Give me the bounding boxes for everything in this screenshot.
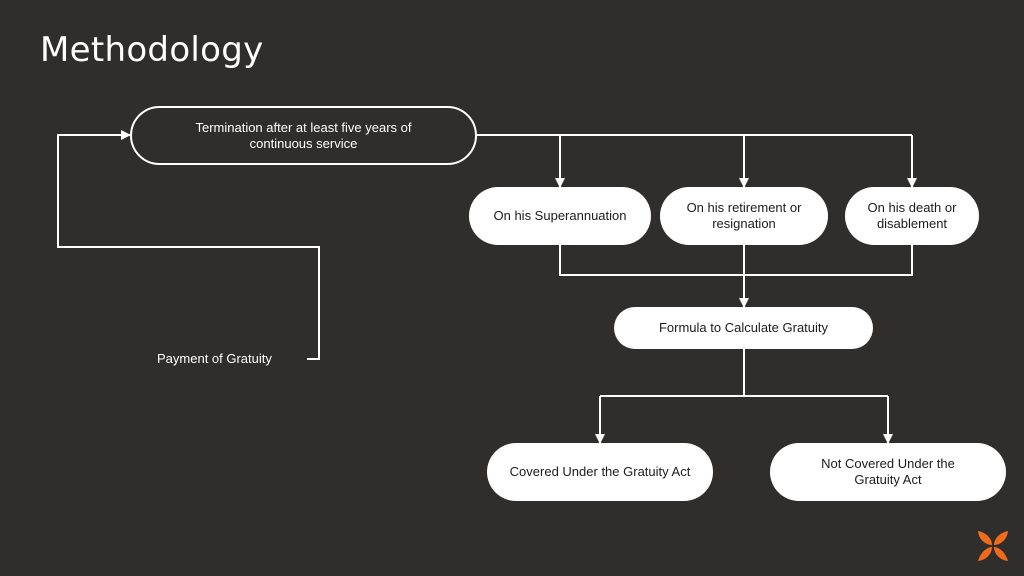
formula-node: Formula to Calculate Gratuity: [614, 307, 873, 349]
trigger-node-retirement: On his retirement or resignation: [660, 187, 828, 245]
butterfly-logo-icon: [978, 531, 1008, 561]
payment-loop-line: [57, 130, 320, 360]
payment-of-gratuity-label: Payment of Gratuity: [157, 351, 272, 366]
root-node-termination: Termination after at least five years of…: [130, 106, 477, 165]
trigger-node-superannuation: On his Superannuation: [469, 187, 651, 245]
triggers-merge-line: [559, 245, 913, 276]
trigger-node-death: On his death or disablement: [845, 187, 979, 245]
slide-title: Methodology: [40, 30, 264, 70]
outcome-node-not-covered: Not Covered Under the Gratuity Act: [770, 443, 1006, 501]
outcome-node-covered: Covered Under the Gratuity Act: [487, 443, 713, 501]
